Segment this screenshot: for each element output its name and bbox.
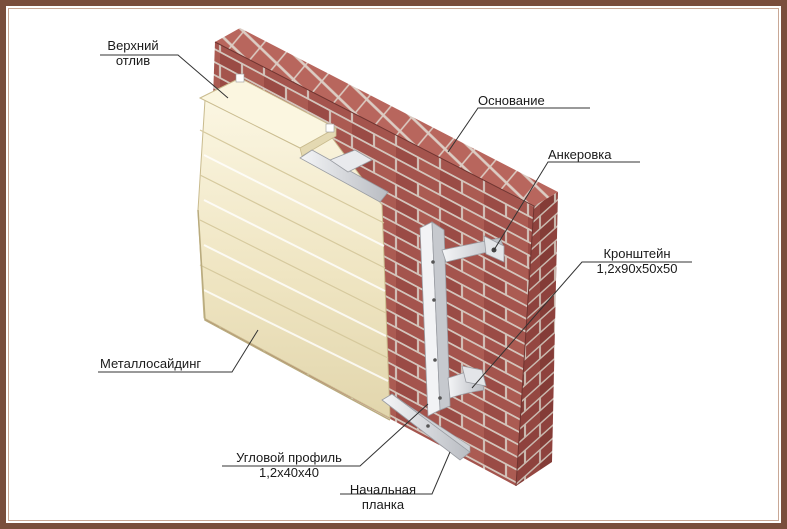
label-top-drip-line1: Верхний xyxy=(107,38,159,53)
starter-strip xyxy=(381,393,471,461)
label-top-drip: Верхний отлив xyxy=(98,38,168,68)
label-bracket: Кронштейн 1,2x90x50x50 xyxy=(582,246,692,276)
label-corner-profile: Угловой профиль 1,2x40x40 xyxy=(214,450,364,480)
wall-top-face xyxy=(215,28,558,206)
corner-profile-vertical xyxy=(419,221,451,417)
label-corner-profile-line2: 1,2x40x40 xyxy=(259,465,319,480)
wall-side-face xyxy=(516,192,558,486)
label-bracket-line1: Кронштейн xyxy=(603,246,671,261)
label-corner-profile-line1: Угловой профиль xyxy=(236,450,342,465)
label-starter-strip: Начальная планка xyxy=(338,482,428,512)
label-starter-strip-line2: планка xyxy=(361,497,405,512)
label-starter-strip-line1: Начальная xyxy=(349,482,417,497)
label-anchoring: Анкеровка xyxy=(548,147,612,162)
label-top-drip-line2: отлив xyxy=(115,53,151,68)
label-metal-siding: Металлосайдинг xyxy=(100,356,202,371)
label-base: Основание xyxy=(478,93,545,108)
top-guide-profile xyxy=(299,149,389,203)
top-drip-flashing xyxy=(198,73,338,157)
leader-lines xyxy=(98,54,692,495)
bracket-lower xyxy=(438,365,487,400)
label-bracket-line2: 1,2x90x50x50 xyxy=(596,261,678,276)
